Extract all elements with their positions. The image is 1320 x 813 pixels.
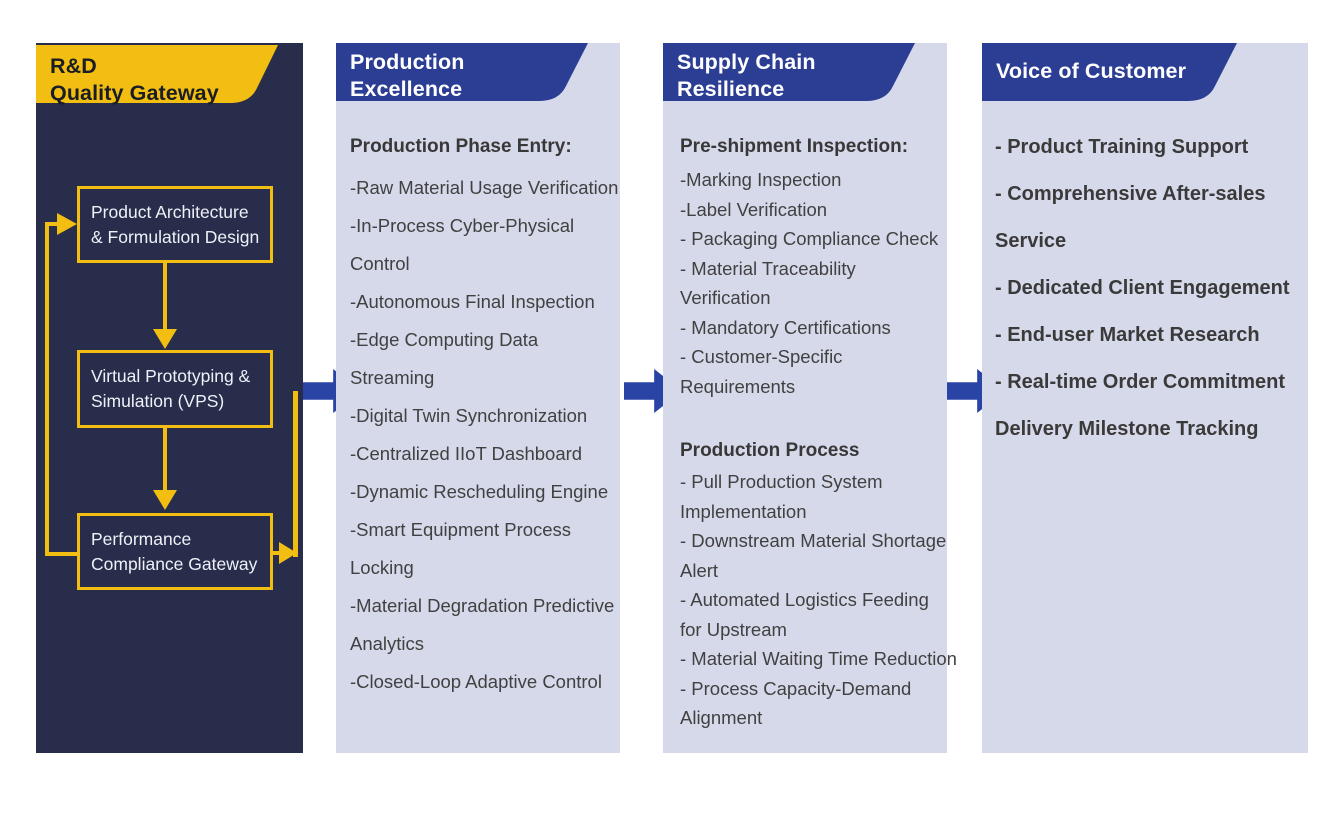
arrowhead-down-icon	[153, 329, 177, 349]
column-title: Voice of Customer	[996, 59, 1187, 83]
section-heading: Production Process	[680, 440, 860, 461]
items-list: - Pull Production System Implementation …	[680, 471, 957, 728]
connector-loop-top	[45, 222, 59, 226]
connector-output-riser	[293, 391, 298, 557]
items-list: - Product Training Support - Comprehensi…	[995, 136, 1290, 440]
column-voice-of-customer: Voice of Customer - Product Training Sup…	[982, 43, 1308, 753]
flow-box-product-architecture: Product Architecture & Formulation Desig…	[77, 186, 273, 263]
column-title: Production Excellence	[350, 50, 465, 101]
flow-box-virtual-prototyping: Virtual Prototyping & Simulation (VPS)	[77, 350, 273, 428]
flow-box-performance-compliance: Performance Compliance Gateway	[77, 513, 273, 590]
connector-output-stub	[273, 551, 283, 555]
banner-shape-blue	[336, 43, 588, 101]
section-heading: Production Phase Entry:	[350, 136, 572, 157]
connector-loop-bottom	[45, 552, 77, 556]
arrowhead-right-icon	[57, 213, 77, 235]
column-rd-quality-gateway: R&D Quality Gateway Product Architecture…	[36, 43, 303, 753]
banner-shape-blue	[663, 43, 915, 101]
column-production-excellence: Production Excellence Production Phase E…	[336, 43, 620, 753]
items-list: -Marking Inspection -Label Verification …	[680, 169, 939, 397]
column-title: R&D Quality Gateway	[50, 54, 219, 105]
column-title: Supply Chain Resilience	[677, 50, 816, 101]
arrowhead-down-icon	[153, 490, 177, 510]
section-heading: Pre-shipment Inspection:	[680, 136, 909, 157]
connector-loop-left	[45, 222, 49, 556]
items-list: -Raw Material Usage Verification -In-Pro…	[350, 177, 619, 692]
arrowhead-right-icon	[279, 542, 297, 564]
column-supply-chain-resilience: Supply Chain Resilience Pre-shipment Ins…	[663, 43, 957, 753]
connector-line-box2-box3	[163, 428, 167, 490]
banner-shape-yellow	[36, 45, 278, 103]
banner-shape-blue	[982, 43, 1237, 101]
connector-line-box1-box2	[163, 263, 167, 329]
